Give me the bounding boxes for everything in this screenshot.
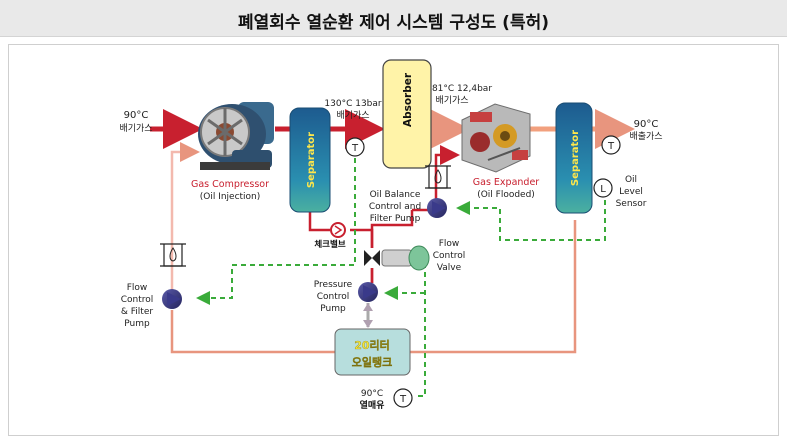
title-bar: 폐열회수 열순환 제어 시스템 구성도 (특허) — [0, 0, 787, 37]
pressure-pump-line1: Pressure — [314, 280, 353, 290]
temp-sensor-3-label: T — [399, 394, 407, 405]
level-sensor-label: L — [600, 184, 606, 195]
separator-2: Separator — [555, 102, 593, 214]
absorber: Absorber — [382, 59, 432, 169]
compressor-out-label: 배기가스 — [336, 110, 369, 121]
gas-compressor-name: Gas Compressor — [191, 179, 269, 190]
outlet-label: 배출가스 — [629, 131, 662, 142]
filter-symbol-right — [425, 165, 451, 189]
oil-tank-line2: 오일탱크 — [352, 355, 392, 369]
gas-expander-sub: (Oil Flooded) — [477, 190, 535, 200]
separator-1: Separator — [289, 107, 331, 213]
oil-balance-line1: Oil Balance — [370, 190, 421, 200]
heat-medium-temp: 90°C — [361, 389, 383, 399]
inlet-label: 배기가스 — [119, 123, 152, 134]
filter-symbol-left — [160, 243, 186, 267]
gas-expander-name: Gas Expander — [473, 177, 540, 188]
check-valve — [330, 222, 346, 238]
filter-pump-left-line3: & Filter — [121, 307, 153, 317]
level-sensor: L — [593, 178, 613, 198]
oil-balance-line2: Control and — [369, 202, 421, 212]
oil-tank: 20리터 오일탱크 — [334, 328, 411, 376]
check-valve-label: 체크밸브 — [314, 239, 345, 250]
flow-control-valve-line3: Valve — [437, 263, 462, 273]
control-signal-lines — [196, 158, 606, 397]
oil-level-sensor-line2: Level — [619, 187, 643, 197]
filter-pump-left-line4: Pump — [124, 319, 150, 329]
separator-oil-lines — [308, 145, 460, 328]
temp-sensor-2: T — [601, 135, 621, 155]
gas-compressor-sub: (Oil Injection) — [200, 192, 261, 202]
outlet-temp: 90°C — [634, 119, 659, 130]
temp-sensor-2-label: T — [607, 141, 615, 152]
pressure-control-pump — [358, 282, 378, 302]
flow-control-valve-line1: Flow — [439, 239, 460, 249]
absorber-out-cond: 81°C 12,4bar — [432, 84, 492, 94]
pressure-pump-line3: Pump — [320, 304, 346, 314]
compressor-out-cond: 130°C 13bar — [324, 99, 382, 109]
oil-level-sensor-line1: Oil — [625, 175, 637, 185]
pressure-pump-line2: Control — [317, 292, 350, 302]
gas-compressor — [198, 102, 274, 170]
temp-sensor-1: T — [345, 137, 365, 157]
diagram-title: 폐열회수 열순환 제어 시스템 구성도 (특허) — [237, 13, 549, 33]
filter-pump-left — [162, 289, 182, 309]
absorber-out-label: 배기가스 — [435, 95, 468, 106]
oil-balance-pump — [427, 198, 447, 218]
oil-level-sensor-line3: Sensor — [616, 199, 647, 209]
filter-pump-left-line2: Control — [121, 295, 154, 305]
inlet-temp: 90°C — [124, 110, 149, 121]
flow-control-valve — [364, 245, 430, 271]
oil-balance-line3: Filter Pump — [370, 214, 421, 224]
temp-sensor-3: T — [393, 388, 413, 408]
flow-control-valve-line2: Control — [433, 251, 466, 261]
gas-expander — [461, 103, 531, 173]
diagram-frame — [8, 44, 779, 436]
heat-medium-label: 열매유 — [360, 399, 385, 411]
temp-sensor-1-label: T — [351, 143, 359, 154]
separator-2-label: Separator — [570, 130, 581, 186]
filter-pump-left-line1: Flow — [127, 283, 148, 293]
absorber-label: Absorber — [402, 72, 414, 127]
separator-1-label: Separator — [306, 132, 317, 188]
oil-tank-line1: 20리터 — [354, 338, 390, 352]
